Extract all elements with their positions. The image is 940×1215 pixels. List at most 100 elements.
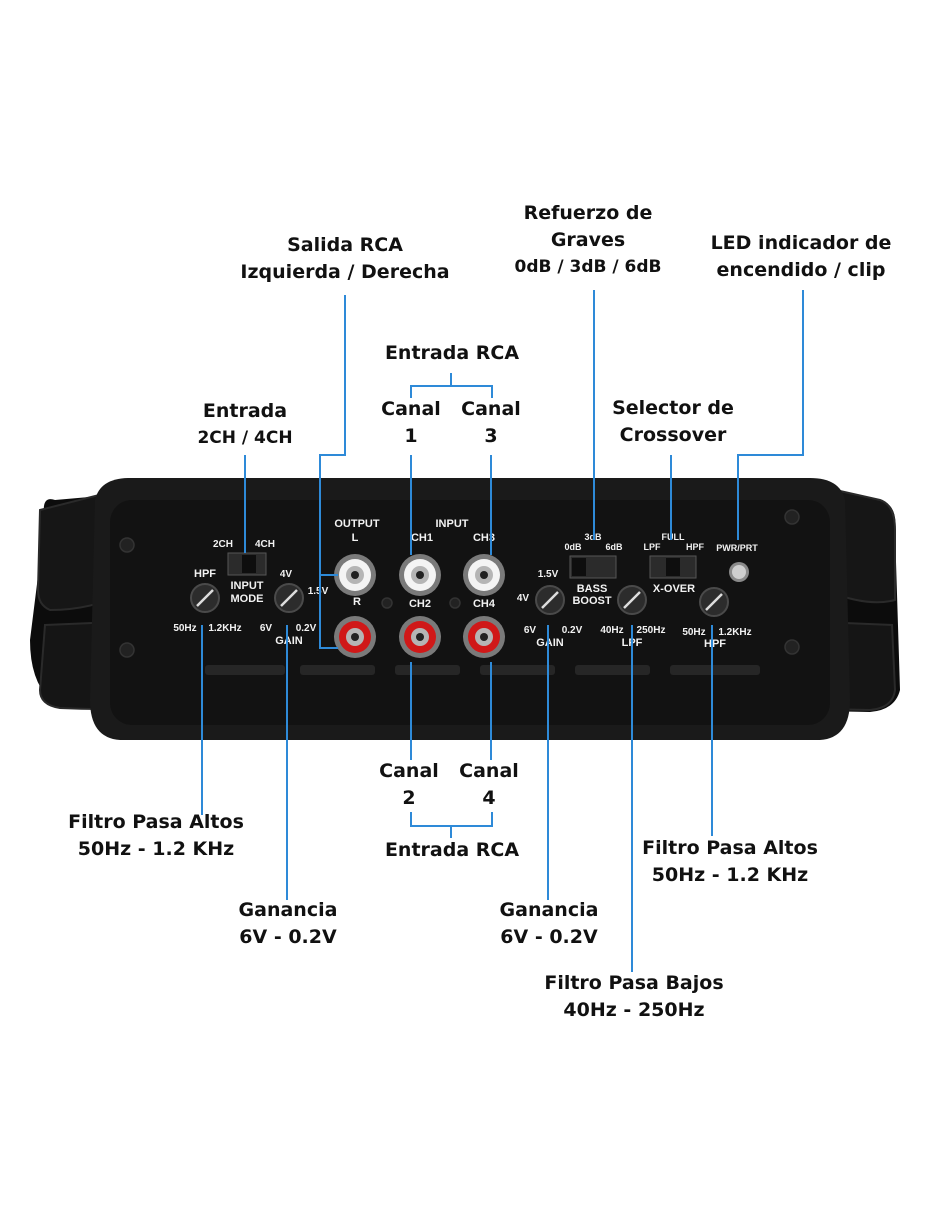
callout-canal2-line2: 2 (402, 787, 416, 809)
callout-canal3: Canal 3 (446, 396, 536, 450)
callout-canal1-line2: 1 (404, 425, 418, 447)
callout-filtro-bajos-line1: Filtro Pasa Bajos (544, 972, 724, 994)
leader-led (737, 290, 804, 540)
gain-right-knob[interactable] (535, 585, 565, 615)
bass-6db: 6dB (605, 542, 623, 552)
pwr-prt-label: PWR/PRT (716, 543, 758, 553)
callout-ganancia-left-line2: 6V - 0.2V (239, 926, 337, 948)
rca-ch4[interactable] (463, 616, 505, 658)
gain-left-15v: 1.5V (308, 586, 329, 597)
callout-filtro-bajos: Filtro Pasa Bajos 40Hz - 250Hz (532, 970, 736, 1024)
bass-0db: 0dB (564, 542, 582, 552)
input-mode-label-2: MODE (231, 593, 264, 605)
callout-ganancia-right-line2: 6V - 0.2V (500, 926, 598, 948)
callout-entrada: Entrada 2CH / 4CH (180, 398, 310, 452)
callout-ganancia-right: Ganancia 6V - 0.2V (481, 897, 617, 951)
leader-salida-rca (319, 295, 346, 576)
callout-filtro-altos-left-line1: Filtro Pasa Altos (68, 811, 244, 833)
rca-output-l[interactable] (334, 554, 376, 596)
callout-salida-rca: Salida RCA Izquierda / Derecha (220, 232, 470, 286)
callout-led-line2: encendido / clip (716, 259, 886, 281)
xover-lpf: LPF (644, 542, 662, 552)
gain-left-02v: 0.2V (296, 623, 317, 634)
ch3-label: CH3 (473, 532, 495, 544)
ch1-label: CH1 (411, 532, 433, 544)
callout-canal4: Canal 4 (444, 758, 534, 812)
callout-canal2: Canal 2 (364, 758, 454, 812)
callout-filtro-altos-right-line2: 50Hz - 1.2 KHz (651, 864, 809, 886)
rca-ch3[interactable] (463, 554, 505, 596)
hpf-left-min: 50Hz (173, 623, 196, 634)
gain-left-label: GAIN (275, 635, 303, 647)
callout-refuerzo-line3: 0dB / 3dB / 6dB (514, 257, 662, 277)
callout-filtro-altos-left-line2: 50Hz - 1.2 KHz (77, 838, 235, 860)
leader-salida-rca-r (319, 575, 338, 649)
gain-right-4v: 4V (517, 593, 530, 604)
gain-right-label: GAIN (536, 637, 564, 649)
hpf-left-max: 1.2KHz (208, 623, 241, 634)
callout-canal3-line1: Canal (461, 398, 521, 420)
lpf-min: 40Hz (600, 625, 623, 636)
gain-left-6v: 6V (260, 623, 273, 634)
hpf-right-max: 1.2KHz (718, 627, 751, 638)
callout-filtro-bajos-line2: 40Hz - 250Hz (563, 999, 705, 1021)
callout-refuerzo-line1: Refuerzo de (523, 202, 653, 224)
callout-canal4-line2: 4 (482, 787, 496, 809)
output-r-label: R (353, 596, 361, 608)
bracket-entrada-bottom (410, 812, 493, 827)
panel-printing: OUTPUT L R INPUT CH1 CH2 CH3 CH4 2CH 4CH… (173, 518, 758, 650)
xover-switch[interactable] (649, 555, 697, 579)
rca-ch1[interactable] (399, 554, 441, 596)
ch2-label: CH2 (409, 598, 431, 610)
callout-filtro-altos-right-line1: Filtro Pasa Altos (642, 837, 818, 859)
callout-canal4-line1: Canal (459, 760, 519, 782)
callout-selector-line1: Selector de (612, 397, 734, 419)
bass-boost-label-1: BASS (577, 583, 608, 595)
panel-controls (190, 552, 749, 658)
leader-lines (201, 290, 804, 972)
callout-selector-line2: Crossover (619, 424, 727, 446)
rca-ch2[interactable] (399, 616, 441, 658)
callout-entrada-line2: 2CH / 4CH (197, 428, 293, 448)
rca-output-r[interactable] (334, 616, 376, 658)
callout-refuerzo-line2: Graves (550, 229, 626, 251)
pwr-prt-led (729, 562, 749, 582)
hpf-left-label: HPF (194, 568, 216, 580)
callout-ganancia-left: Ganancia 6V - 0.2V (220, 897, 356, 951)
callout-entrada-rca-bottom-text: Entrada RCA (384, 839, 520, 861)
callout-selector: Selector de Crossover (598, 395, 748, 449)
callout-refuerzo: Refuerzo de Graves 0dB / 3dB / 6dB (490, 200, 686, 281)
callout-salida-rca-line2: Izquierda / Derecha (240, 261, 450, 283)
hpf-right-min: 50Hz (682, 627, 705, 638)
output-label: OUTPUT (334, 518, 380, 530)
input-label: INPUT (436, 518, 469, 530)
callout-entrada-rca-top-text: Entrada RCA (384, 342, 520, 364)
xover-hpf: HPF (686, 542, 705, 552)
input-mode-label-1: INPUT (231, 580, 264, 592)
hpf-left-knob[interactable] (190, 583, 220, 613)
bass-boost-switch[interactable] (569, 555, 617, 579)
gain-right-02v: 0.2V (562, 625, 583, 636)
callout-filtro-altos-right: Filtro Pasa Altos 50Hz - 1.2 KHz (632, 835, 828, 889)
callout-salida-rca-line1: Salida RCA (287, 234, 403, 256)
xover-full: FULL (662, 532, 685, 542)
callout-canal2-line1: Canal (379, 760, 439, 782)
hpf-right-label: HPF (704, 638, 726, 650)
callout-entrada-rca-top: Entrada RCA (370, 340, 534, 367)
bass-boost-label-2: BOOST (572, 595, 611, 607)
sw-2ch-label: 2CH (213, 539, 233, 550)
input-mode-switch[interactable] (227, 552, 267, 576)
hpf-right-knob[interactable] (699, 587, 729, 617)
gain-left-4v: 4V (280, 569, 293, 580)
lpf-max: 250Hz (637, 625, 666, 636)
callout-canal1-line1: Canal (381, 398, 441, 420)
lpf-knob[interactable] (617, 585, 647, 615)
ch4-label: CH4 (473, 598, 496, 610)
xover-label: X-OVER (653, 583, 695, 595)
callout-led-line1: LED indicador de (710, 232, 892, 254)
callout-entrada-rca-bottom: Entrada RCA (370, 837, 534, 864)
callout-filtro-altos-left: Filtro Pasa Altos 50Hz - 1.2 KHz (58, 809, 254, 863)
output-l-label: L (352, 532, 359, 544)
gain-left-knob[interactable] (274, 583, 304, 613)
